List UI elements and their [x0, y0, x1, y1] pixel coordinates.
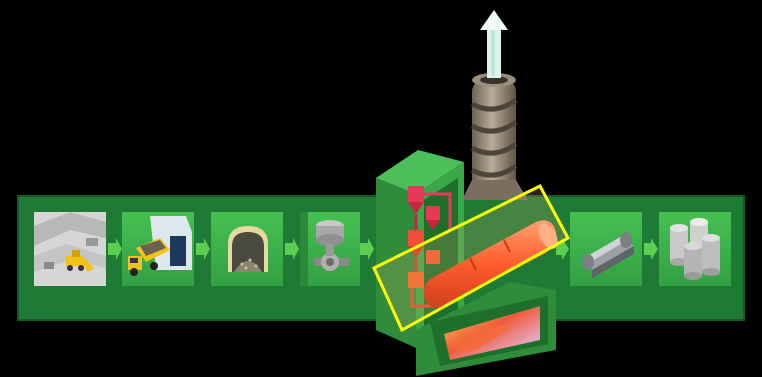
stage-raw-mill — [300, 212, 360, 286]
up-arrow-icon — [480, 10, 508, 78]
stage-quarry — [34, 212, 106, 286]
stage-cooler — [570, 212, 642, 286]
storage-shed-icon — [228, 226, 268, 272]
stage-raw-material-storage — [211, 212, 283, 286]
stage-truck-hauling — [122, 212, 194, 286]
exhaust-stack-icon — [462, 73, 528, 200]
stage-cement-silos — [659, 212, 731, 286]
